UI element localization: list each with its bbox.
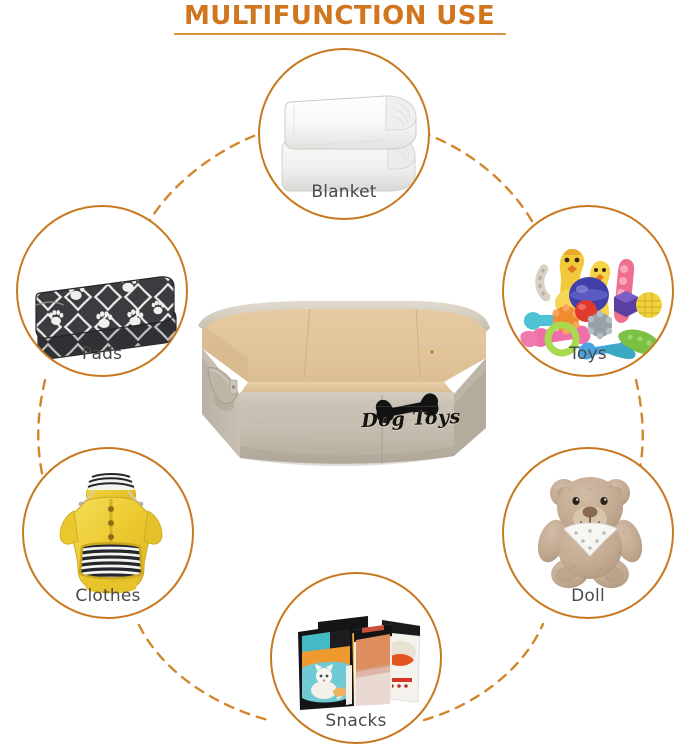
callout-clothes[interactable]: Clothes	[22, 447, 194, 619]
toys-icon	[504, 207, 672, 375]
callout-pads[interactable]: Pads	[16, 205, 188, 377]
callout-label-clothes: Clothes	[75, 586, 141, 606]
callout-snacks[interactable]: Snacks	[270, 572, 442, 744]
callout-label-blanket: Blanket	[311, 182, 377, 202]
title-block: MULTIFUNCTION USE	[0, 0, 679, 35]
pads-icon	[18, 207, 186, 375]
page-title: MULTIFUNCTION USE	[183, 1, 496, 31]
callout-doll[interactable]: Doll	[502, 447, 674, 619]
callout-blanket[interactable]: Blanket	[258, 48, 430, 220]
callout-label-toys: Toys	[569, 344, 607, 364]
blanket-icon	[260, 50, 428, 218]
doll-icon	[504, 449, 672, 617]
callout-label-doll: Doll	[571, 586, 605, 606]
title-underline	[173, 33, 506, 35]
product-storage-bin[interactable]: Dog Toys	[186, 296, 496, 481]
clothes-icon	[24, 449, 192, 617]
snacks-icon	[272, 574, 440, 742]
callout-label-snacks: Snacks	[325, 711, 387, 731]
callout-label-pads: Pads	[81, 344, 123, 364]
callout-toys[interactable]: Toys	[502, 205, 674, 377]
